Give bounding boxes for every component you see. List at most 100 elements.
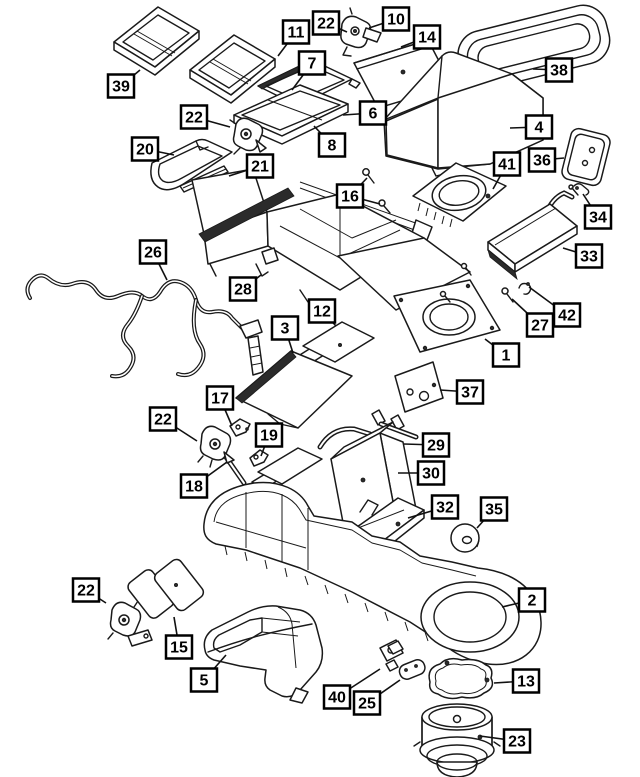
callout-30-31[interactable]: 30 (416, 460, 446, 486)
callout-22-10[interactable]: 22 (179, 104, 209, 130)
callout-36-14[interactable]: 36 (527, 147, 557, 173)
callout-number-4: 4 (535, 120, 544, 137)
part-11-housing-cover (189, 34, 276, 104)
callout-21-12[interactable]: 21 (245, 153, 275, 179)
callout-32-32[interactable]: 32 (430, 494, 460, 520)
callout-box-13[interactable] (511, 668, 541, 694)
callout-box-16[interactable] (335, 183, 365, 209)
callout-33-17[interactable]: 33 (574, 243, 604, 269)
callout-box-41[interactable] (492, 151, 522, 177)
callout-box-22[interactable] (71, 577, 101, 603)
part-23-blower-motor (413, 703, 501, 777)
callout-number-11: 11 (288, 25, 305, 42)
callout-2-37[interactable]: 2 (517, 587, 547, 613)
callout-number-10: 10 (387, 12, 405, 29)
callout-box-25[interactable] (352, 690, 382, 716)
callout-box-22[interactable] (179, 104, 209, 130)
part-22-blend-door-actuator-filter (229, 117, 267, 155)
callout-22-2[interactable]: 22 (311, 10, 341, 36)
part-26-wiring-harness (25, 273, 264, 379)
callout-box-35[interactable] (479, 496, 509, 522)
callout-box-22[interactable] (148, 406, 178, 432)
callout-15-35[interactable]: 15 (164, 634, 194, 660)
callout-box-12[interactable] (307, 298, 337, 324)
callout-number-5: 5 (200, 673, 209, 690)
callout-number-22: 22 (185, 110, 203, 127)
callout-box-11[interactable] (281, 19, 311, 45)
callout-11-1[interactable]: 11 (281, 19, 311, 45)
callout-3-21[interactable]: 3 (270, 315, 300, 341)
callout-box-26[interactable] (138, 239, 168, 265)
callout-box-32[interactable] (430, 494, 460, 520)
callout-box-7[interactable] (297, 50, 327, 76)
callout-22-34[interactable]: 22 (71, 577, 101, 603)
callout-1-24[interactable]: 1 (491, 342, 521, 368)
callout-box-42[interactable] (552, 302, 582, 328)
callout-box-15[interactable] (164, 634, 194, 660)
callout-box-37[interactable] (455, 379, 485, 405)
callout-8-8[interactable]: 8 (317, 132, 347, 158)
callout-20-11[interactable]: 20 (130, 136, 160, 162)
callout-10-3[interactable]: 10 (381, 6, 411, 32)
callout-box-20[interactable] (130, 136, 160, 162)
callout-41-13[interactable]: 41 (492, 151, 522, 177)
callout-number-17: 17 (211, 391, 229, 408)
callout-box-38[interactable] (544, 57, 574, 83)
callout-box-1[interactable] (491, 342, 521, 368)
callout-box-5[interactable] (189, 667, 219, 693)
callout-box-2[interactable] (517, 587, 547, 613)
callout-number-14: 14 (418, 30, 436, 47)
callout-box-23[interactable] (502, 728, 532, 754)
callout-34-16[interactable]: 34 (583, 204, 613, 230)
callout-box-39[interactable] (106, 73, 136, 99)
callout-box-6[interactable] (358, 100, 388, 126)
callout-29-30[interactable]: 29 (421, 432, 451, 458)
callout-39-0[interactable]: 39 (106, 73, 136, 99)
callout-5-36[interactable]: 5 (189, 667, 219, 693)
callout-35-33[interactable]: 35 (479, 496, 509, 522)
callout-28-19[interactable]: 28 (228, 276, 258, 302)
callout-box-36[interactable] (527, 147, 557, 173)
callout-number-6: 6 (369, 106, 378, 123)
callout-23-41[interactable]: 23 (502, 728, 532, 754)
callout-box-34[interactable] (583, 204, 613, 230)
callout-box-28[interactable] (228, 276, 258, 302)
callout-19-28[interactable]: 19 (254, 422, 284, 448)
callout-box-3[interactable] (270, 315, 300, 341)
callout-37-25[interactable]: 37 (455, 379, 485, 405)
callout-7-6[interactable]: 7 (297, 50, 327, 76)
callout-box-33[interactable] (574, 243, 604, 269)
callout-42-23[interactable]: 42 (552, 302, 582, 328)
callout-18-29[interactable]: 18 (179, 473, 209, 499)
callout-14-4[interactable]: 14 (412, 24, 442, 50)
callout-38-5[interactable]: 38 (544, 57, 574, 83)
callout-26-18[interactable]: 26 (138, 239, 168, 265)
callout-box-14[interactable] (412, 24, 442, 50)
callout-box-19[interactable] (254, 422, 284, 448)
callout-16-15[interactable]: 16 (335, 183, 365, 209)
callout-12-20[interactable]: 12 (307, 298, 337, 324)
callout-box-4[interactable] (524, 114, 554, 140)
callout-box-21[interactable] (245, 153, 275, 179)
callout-25-39[interactable]: 25 (352, 690, 382, 716)
callout-13-40[interactable]: 13 (511, 668, 541, 694)
callout-4-9[interactable]: 4 (524, 114, 554, 140)
callout-box-8[interactable] (317, 132, 347, 158)
callout-box-17[interactable] (205, 385, 235, 411)
callout-17-26[interactable]: 17 (205, 385, 235, 411)
part-foam-pads-mid (251, 447, 323, 490)
callout-27-22[interactable]: 27 (525, 312, 555, 338)
callout-40-38[interactable]: 40 (322, 684, 352, 710)
callout-box-22[interactable] (311, 10, 341, 36)
callout-box-18[interactable] (179, 473, 209, 499)
callout-box-40[interactable] (322, 684, 352, 710)
callout-number-20: 20 (136, 142, 154, 159)
callout-number-25: 25 (358, 696, 376, 713)
callout-22-27[interactable]: 22 (148, 406, 178, 432)
callout-number-29: 29 (427, 438, 445, 455)
callout-box-29[interactable] (421, 432, 451, 458)
callout-number-13: 13 (517, 674, 535, 691)
callout-box-30[interactable] (416, 460, 446, 486)
callout-box-10[interactable] (381, 6, 411, 32)
callout-6-7[interactable]: 6 (358, 100, 388, 126)
